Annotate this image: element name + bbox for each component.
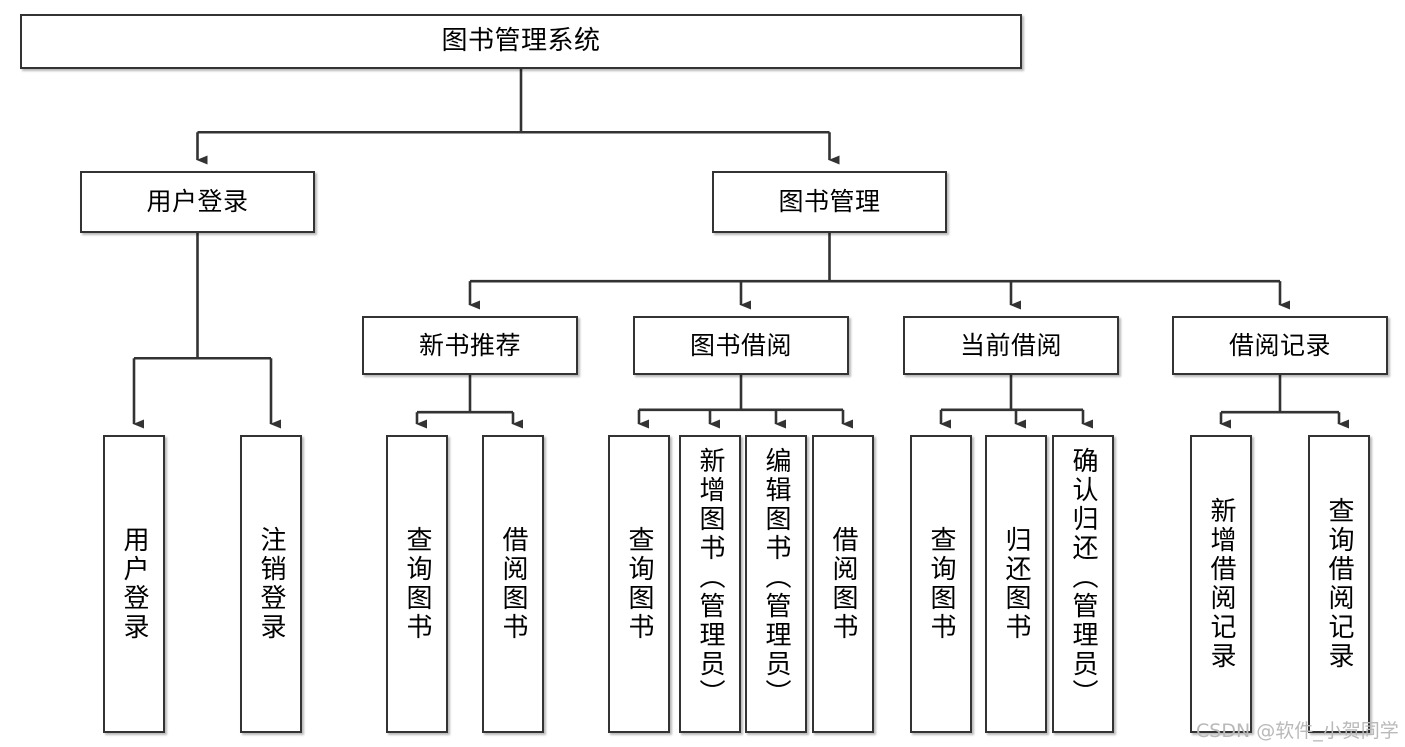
node-root: 图书管理系统 (20, 14, 1022, 69)
node-label: 新增借阅记录 (1206, 497, 1236, 671)
node-leaf-borrow-book-2: 借阅图书 (812, 435, 874, 733)
node-current-borrow: 当前借阅 (903, 316, 1119, 375)
node-book-manage: 图书管理 (712, 171, 947, 233)
node-leaf-query-book-2: 查询图书 (608, 435, 670, 733)
node-leaf-query-book-3: 查询图书 (910, 435, 972, 733)
node-leaf-return-book: 归还图书 (985, 435, 1047, 733)
node-label: 图书管理 (778, 187, 881, 217)
node-leaf-add-book: 新增图书（管理员） (679, 435, 741, 733)
node-label: 借阅图书 (498, 526, 528, 642)
node-label: 当前借阅 (959, 330, 1062, 360)
node-label: 图书借阅 (689, 330, 792, 360)
node-label: 图书管理系统 (441, 26, 601, 57)
node-new-book-recommend: 新书推荐 (362, 316, 578, 375)
node-label: 确认归还（管理员） (1068, 447, 1098, 708)
node-label: 查询图书 (402, 526, 432, 642)
node-label: 查询图书 (926, 526, 956, 642)
node-leaf-confirm-return: 确认归还（管理员） (1052, 435, 1114, 733)
node-leaf-borrow-book-1: 借阅图书 (482, 435, 544, 733)
node-label: 查询图书 (624, 526, 654, 642)
csdn-watermark: CSDN @软件_小贺同学 (1196, 720, 1399, 742)
node-leaf-query-book-1: 查询图书 (386, 435, 448, 733)
node-label: 编辑图书（管理员） (761, 447, 791, 708)
node-leaf-logout: 注销登录 (240, 435, 302, 733)
node-label: 新增图书（管理员） (695, 447, 725, 708)
node-label: 归还图书 (1001, 526, 1031, 642)
node-leaf-add-record: 新增借阅记录 (1190, 435, 1252, 733)
node-leaf-user-login: 用户登录 (103, 435, 165, 733)
node-label: 注销登录 (256, 526, 286, 642)
node-label: 借阅图书 (828, 526, 858, 642)
node-leaf-query-record: 查询借阅记录 (1308, 435, 1370, 733)
node-leaf-edit-book: 编辑图书（管理员） (745, 435, 807, 733)
node-label: 新书推荐 (418, 330, 521, 360)
node-label: 查询借阅记录 (1324, 497, 1354, 671)
node-label: 用户登录 (119, 526, 149, 642)
node-user-login: 用户登录 (80, 171, 315, 233)
node-label: 借阅记录 (1228, 330, 1331, 360)
node-borrow-record: 借阅记录 (1172, 316, 1388, 375)
node-book-borrow: 图书借阅 (633, 316, 849, 375)
node-label: 用户登录 (146, 187, 249, 217)
